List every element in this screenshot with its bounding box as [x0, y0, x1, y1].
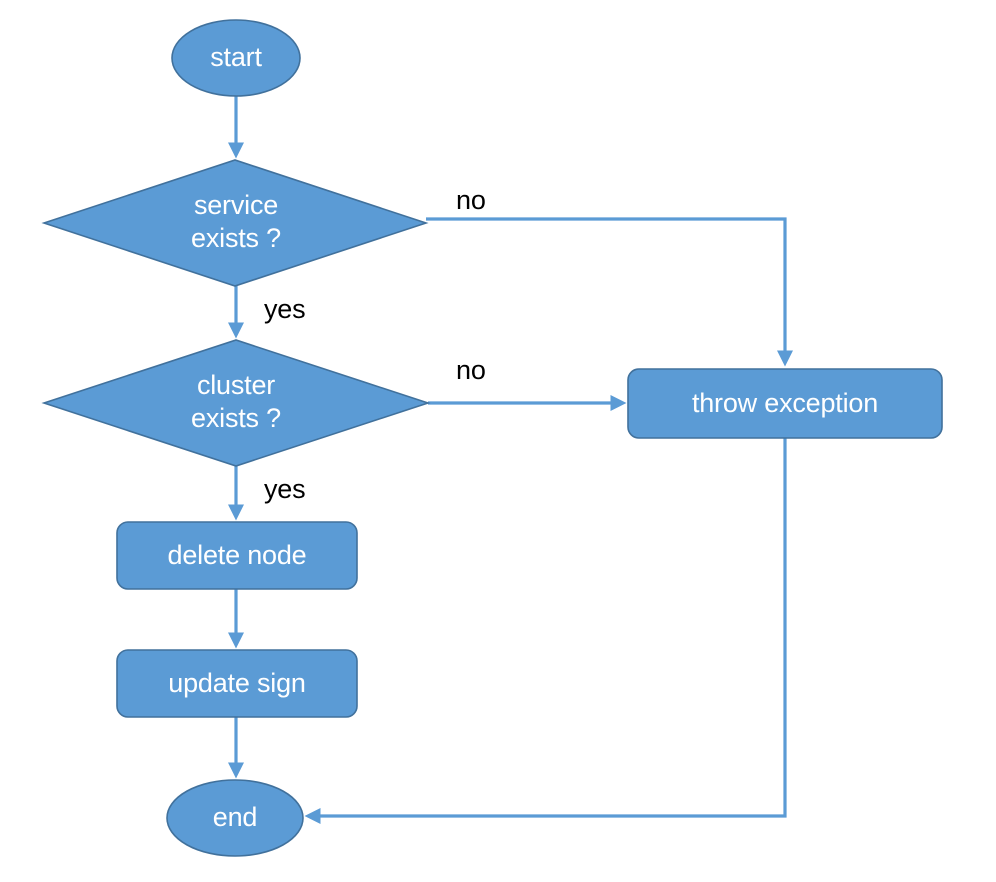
edge-label-cluster-yes: yes — [264, 474, 306, 504]
node-service-exists[interactable] — [41, 159, 429, 287]
nodes — [41, 19, 943, 857]
edge-label-service-yes: yes — [264, 294, 306, 324]
edge-label-cluster-no: no — [456, 355, 486, 385]
edge-label-service-no: no — [456, 185, 486, 215]
node-cluster-exists[interactable] — [41, 339, 431, 467]
edge-throw-to-end — [304, 438, 787, 824]
node-update-sign[interactable] — [116, 649, 358, 718]
node-end[interactable] — [166, 779, 304, 857]
edge-service-no — [426, 217, 793, 367]
node-delete-node[interactable] — [116, 521, 358, 590]
node-start[interactable] — [171, 19, 301, 97]
connectors — [228, 96, 793, 824]
node-throw-exception[interactable] — [627, 368, 943, 439]
